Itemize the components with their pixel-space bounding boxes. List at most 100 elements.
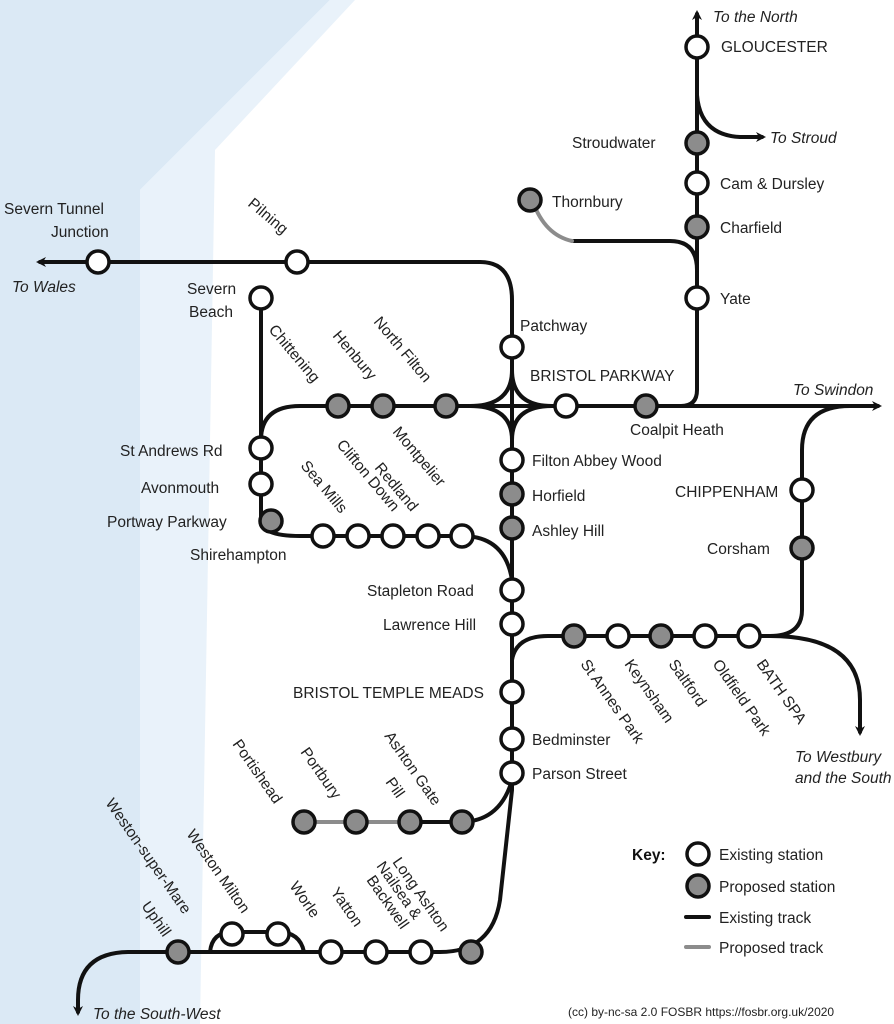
- station-shirehampton[interactable]: [310, 523, 336, 549]
- map-key: Key: Existing station Proposed station E…: [632, 841, 835, 957]
- station-oldfield-park[interactable]: [692, 623, 718, 649]
- label-bedminster: Bedminster: [532, 732, 610, 749]
- station-filton-abbey-wood[interactable]: [499, 447, 525, 473]
- label-stroudwater: Stroudwater: [572, 135, 656, 152]
- station-henbury[interactable]: [370, 393, 396, 419]
- severn-estuary: [0, 0, 330, 1024]
- track-stroud-branch: [695, 93, 766, 142]
- station-uphill[interactable]: [165, 939, 191, 965]
- station-weston-milton[interactable]: [265, 921, 291, 947]
- track-swindon-chippenham: [768, 404, 852, 638]
- label-chittening: Chittening: [265, 322, 323, 386]
- station-st-annes-park[interactable]: [561, 623, 587, 649]
- label-stapleton-road: Stapleton Road: [367, 583, 474, 600]
- station-coalpit-heath[interactable]: [633, 393, 659, 419]
- station-thornbury[interactable]: [517, 187, 543, 213]
- label-to-wales: To Wales: [12, 279, 76, 296]
- station-pill[interactable]: [397, 809, 423, 835]
- track-junction-curve-nw: [468, 368, 514, 408]
- label-pilning: Pilning: [244, 195, 291, 238]
- station-long-ashton[interactable]: [458, 939, 484, 965]
- label-thornbury: Thornbury: [552, 194, 623, 211]
- station-bedminster[interactable]: [499, 726, 525, 752]
- label-avonmouth: Avonmouth: [141, 480, 219, 497]
- station-clifton-down[interactable]: [380, 523, 406, 549]
- station-ashton-gate[interactable]: [449, 809, 475, 835]
- credit-text: (cc) by-nc-sa 2.0 FOSBR https://fosbr.or…: [568, 1005, 834, 1019]
- station-gloucester[interactable]: [684, 34, 710, 60]
- label-and-the-south: and the South: [795, 770, 892, 787]
- station-saltford[interactable]: [648, 623, 674, 649]
- station-chittening[interactable]: [325, 393, 351, 419]
- severn-estuary-channel: [140, 0, 355, 1024]
- label-coalpit-heath: Coalpit Heath: [630, 422, 724, 439]
- track-temple-meads-bath: [510, 634, 772, 692]
- label-horfield: Horfield: [532, 488, 585, 505]
- station-temple-meads[interactable]: [499, 679, 525, 705]
- label-portway: Portway Parkway: [107, 514, 227, 531]
- station-avonmouth[interactable]: [248, 471, 274, 497]
- station-severn-beach[interactable]: [248, 285, 274, 311]
- station-bath-spa[interactable]: [736, 623, 762, 649]
- station-portbury[interactable]: [343, 809, 369, 835]
- station-stroudwater[interactable]: [684, 130, 710, 156]
- station-lawrence-hill[interactable]: [499, 611, 525, 637]
- label-lawrence-hill: Lawrence Hill: [383, 617, 476, 634]
- station-yatton[interactable]: [363, 939, 389, 965]
- station-keynsham[interactable]: [605, 623, 631, 649]
- station-parson-street[interactable]: [499, 760, 525, 786]
- station-worle[interactable]: [318, 939, 344, 965]
- track-southwest: [73, 950, 212, 1016]
- station-horfield[interactable]: [499, 481, 525, 507]
- track-henbury-loop: [259, 404, 442, 442]
- station-st-andrews[interactable]: [248, 435, 274, 461]
- label-ashton-gate: Ashton Gate: [381, 729, 444, 809]
- label-to-stroud: To Stroud: [770, 130, 838, 147]
- label-to-southwest: To the South-West: [93, 1006, 221, 1023]
- label-worle: Worle: [286, 879, 323, 922]
- station-bristol-parkway[interactable]: [553, 393, 579, 419]
- label-chippenham: CHIPPENHAM: [675, 484, 778, 501]
- key-existing-station: Existing station: [719, 847, 823, 864]
- label-gloucester: GLOUCESTER: [721, 39, 828, 56]
- station-corsham[interactable]: [789, 535, 815, 561]
- station-patchway[interactable]: [499, 334, 525, 360]
- station-sea-mills[interactable]: [345, 523, 371, 549]
- key-existing-track: Existing track: [719, 910, 811, 927]
- station-charfield[interactable]: [684, 214, 710, 240]
- label-saltford: Saltford: [665, 657, 710, 711]
- station-yate[interactable]: [684, 285, 710, 311]
- label-sea-mills: Sea Mills: [297, 458, 351, 517]
- station-portishead[interactable]: [291, 809, 317, 835]
- label-bristol-parkway: BRISTOL PARKWAY: [530, 368, 674, 385]
- station-chippenham[interactable]: [789, 477, 815, 503]
- track-temple-meads-south: [208, 688, 514, 954]
- station-north-filton[interactable]: [433, 393, 459, 419]
- station-ashley-hill[interactable]: [499, 515, 525, 541]
- key-title: Key:: [632, 847, 666, 864]
- track-weston-loop: [208, 930, 306, 954]
- station-redland[interactable]: [415, 523, 441, 549]
- label-severn-tunnel-1: Severn Tunnel: [4, 201, 104, 218]
- station-montpelier[interactable]: [449, 523, 475, 549]
- station-pilning[interactable]: [284, 249, 310, 275]
- label-corsham: Corsham: [707, 541, 770, 558]
- station-stapleton-road[interactable]: [499, 577, 525, 603]
- track-junction-curve-se: [510, 404, 554, 442]
- key-existing-station-icon: [685, 841, 711, 867]
- station-nailsea-backwell[interactable]: [408, 939, 434, 965]
- track-thornbury-branch: [570, 239, 699, 272]
- track-pilning-patchway: [478, 260, 514, 692]
- label-severn-beach-1: Severn: [187, 281, 236, 298]
- station-severn-tunnel[interactable]: [85, 249, 111, 275]
- label-parson-street: Parson Street: [532, 766, 627, 783]
- label-to-swindon: To Swindon: [793, 382, 873, 399]
- label-st-andrews: St Andrews Rd: [120, 443, 223, 460]
- station-weston-super-mare[interactable]: [219, 921, 245, 947]
- label-portishead: Portishead: [229, 737, 285, 807]
- station-cam-dursley[interactable]: [684, 170, 710, 196]
- station-portway-parkway[interactable]: [258, 508, 284, 534]
- label-ashley-hill: Ashley Hill: [532, 523, 604, 540]
- label-yate: Yate: [720, 291, 751, 308]
